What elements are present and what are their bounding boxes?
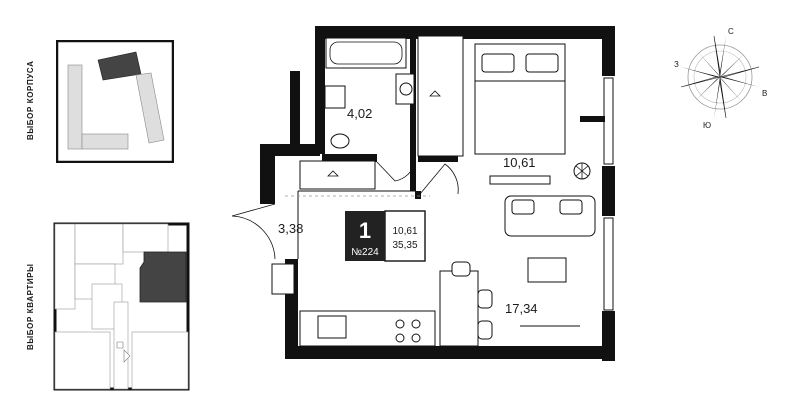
building-selector-map[interactable] — [56, 40, 174, 163]
sofa — [504, 195, 596, 237]
windows — [603, 77, 614, 311]
fridge — [271, 263, 295, 295]
bathroom-area: 4,02 — [347, 106, 372, 121]
floor-plan: 4,02 10,61 3,38 17,34 1 №224 10,61 35,35 — [231, 26, 615, 361]
washer — [324, 85, 346, 109]
bathtub — [325, 37, 407, 69]
rooms-count: 1 — [359, 218, 371, 243]
coffee-table — [527, 257, 567, 283]
sink — [395, 73, 415, 105]
bed — [474, 43, 566, 155]
apartment-selected[interactable] — [139, 251, 187, 303]
building-block[interactable] — [81, 133, 129, 150]
bedroom-area: 10,61 — [503, 155, 536, 170]
walls — [260, 26, 615, 361]
compass-south: Ю — [703, 121, 711, 130]
living-area: 10,61 — [392, 226, 417, 237]
building-selector-label: ВЫБОР КОРПУСА — [26, 60, 35, 140]
apartment-number: №224 — [351, 247, 379, 258]
building-block[interactable] — [67, 64, 83, 150]
compass-north: С — [728, 27, 734, 36]
building-block-selected[interactable] — [97, 51, 142, 81]
apartment-badge: 1 №224 10,61 35,35 — [345, 210, 426, 262]
kitchen-living-area: 17,34 — [505, 301, 538, 316]
doors — [231, 161, 459, 260]
compass-west: З — [674, 60, 679, 69]
bedroom-tv — [489, 175, 551, 185]
wardrobe-hall — [299, 160, 376, 190]
kitchen-counter — [299, 310, 436, 347]
total-area: 35,35 — [392, 240, 417, 251]
compass-east: В — [762, 89, 767, 98]
hallway-area: 3,38 — [278, 221, 303, 236]
compass-rose-icon: С В Ю З — [674, 27, 767, 130]
wardrobe-bedroom — [417, 35, 464, 157]
plant-icon — [573, 162, 591, 180]
apartment-selector-label: ВЫБОР КВАРТИРЫ — [26, 263, 35, 350]
dining-table — [439, 261, 493, 347]
building-block[interactable] — [135, 72, 165, 144]
apartment-selector-map[interactable] — [52, 222, 190, 392]
toilet — [330, 133, 350, 149]
